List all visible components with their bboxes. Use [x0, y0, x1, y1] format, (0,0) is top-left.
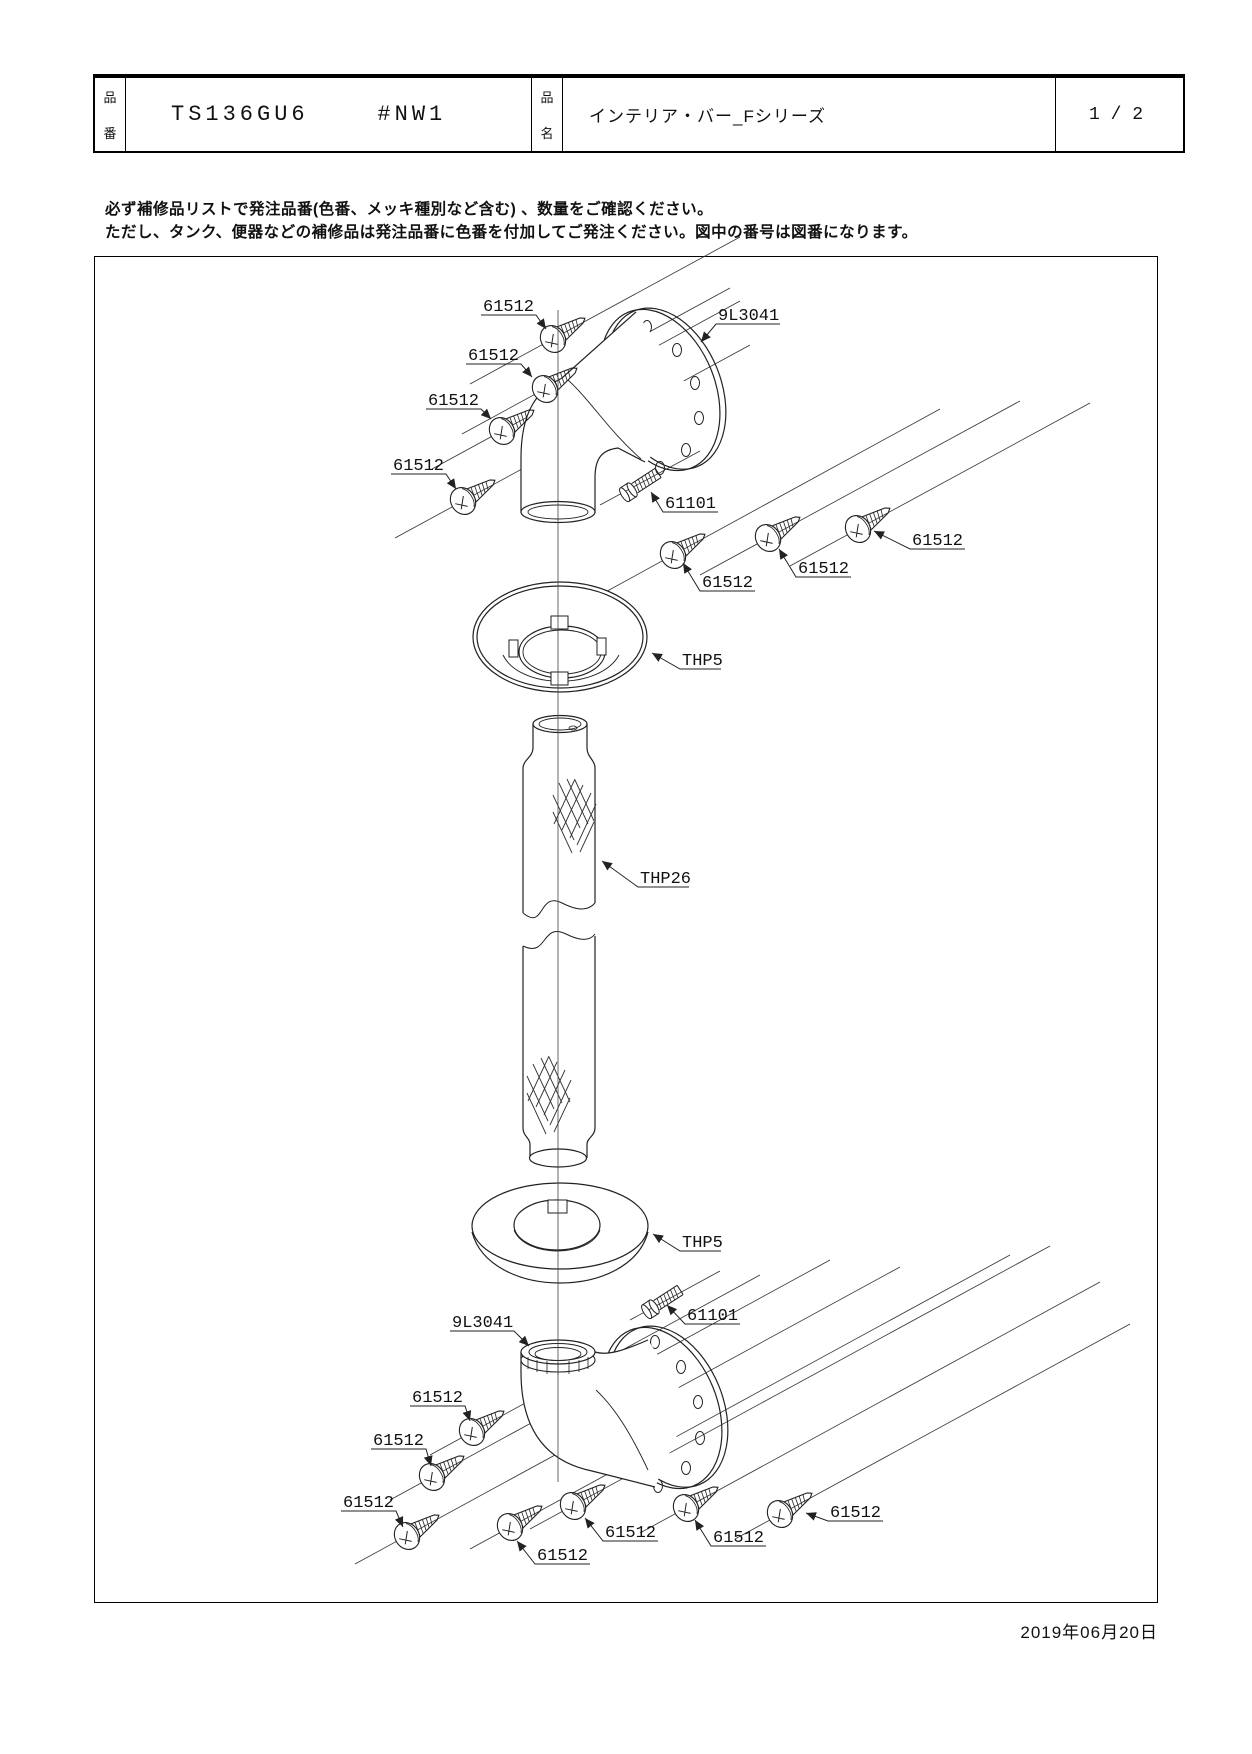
callout-61512: 61512: [537, 1547, 588, 1566]
callout-9L3041: 9L3041: [452, 1314, 513, 1333]
callout-61512: 61512: [483, 298, 534, 317]
pipe-knurl-lower: [526, 1055, 572, 1135]
title-block: 品 番 TS136GU6 #NW1 品 名 インテリア・バー_Fシリーズ 1 /…: [93, 74, 1185, 153]
part-name-label-char1: 品: [540, 90, 554, 105]
callout-61512: 61512: [428, 392, 479, 411]
callout-61512: 61512: [343, 1494, 394, 1513]
notice-line-1: 必ず補修品リストで発注品番(色番、メッキ種別など含む) 、数量をご確認ください。: [105, 201, 714, 218]
order-notice: 必ず補修品リストで発注品番(色番、メッキ種別など含む) 、数量をご確認ください。…: [105, 198, 918, 244]
callout-61512: 61512: [373, 1432, 424, 1451]
callout-61512: 61512: [830, 1504, 881, 1523]
part-name: インテリア・バー_Fシリーズ: [563, 78, 1056, 151]
screw-axis-lines-top: [394, 236, 1091, 596]
top-cover-thp5: [472, 581, 648, 693]
callout-61101: 61101: [687, 1307, 738, 1326]
callout-61512: 61512: [702, 574, 753, 593]
callout-61512: 61512: [798, 560, 849, 579]
callout-THP26: THP26: [640, 870, 691, 889]
callout-61512: 61512: [605, 1524, 656, 1543]
issue-date: 2019年06月20日: [1020, 1623, 1158, 1642]
pipe-thp26-upper: [522, 714, 596, 919]
diagram-frame: [94, 256, 1158, 1603]
callout-61512: 61512: [713, 1529, 764, 1548]
part-no-label-char2: 番: [103, 126, 117, 141]
callout-61512: 61512: [912, 532, 963, 551]
callout-THP5: THP5: [682, 652, 723, 671]
callout-61512: 61512: [468, 347, 519, 366]
callout-61512: 61512: [393, 457, 444, 476]
page-indicator: 1 / 2: [1088, 104, 1143, 125]
callout-9L3041: 9L3041: [718, 307, 779, 326]
part-no-label-char1: 品: [103, 90, 117, 105]
pipe-thp26-lower: [522, 931, 596, 1168]
part-no-label: 品 番: [95, 78, 126, 151]
callout-THP5: THP5: [682, 1234, 723, 1253]
callout-61101: 61101: [665, 495, 716, 514]
callout-leaders: [341, 314, 965, 1565]
bottom-cover-thp5: [471, 1182, 649, 1284]
part-number: TS136GU6 #NW1: [126, 78, 532, 151]
callout-61512: 61512: [412, 1389, 463, 1408]
part-name-label: 品 名: [532, 78, 563, 151]
pipe-knurl-upper: [552, 778, 597, 854]
notice-line-2: ただし、タンク、便器などの補修品は発注品番に色番を付加してご発注ください。図中の…: [105, 224, 918, 241]
screw-axis-lines-bottom: [354, 1245, 1131, 1565]
part-name-label-char2: 名: [540, 126, 554, 141]
flange-screw-holes: [642, 320, 704, 475]
callout-labels: 61512 61512 61512 61512 9L3041 61101 615…: [343, 298, 963, 1566]
bottom-elbow-body: [520, 1339, 690, 1488]
